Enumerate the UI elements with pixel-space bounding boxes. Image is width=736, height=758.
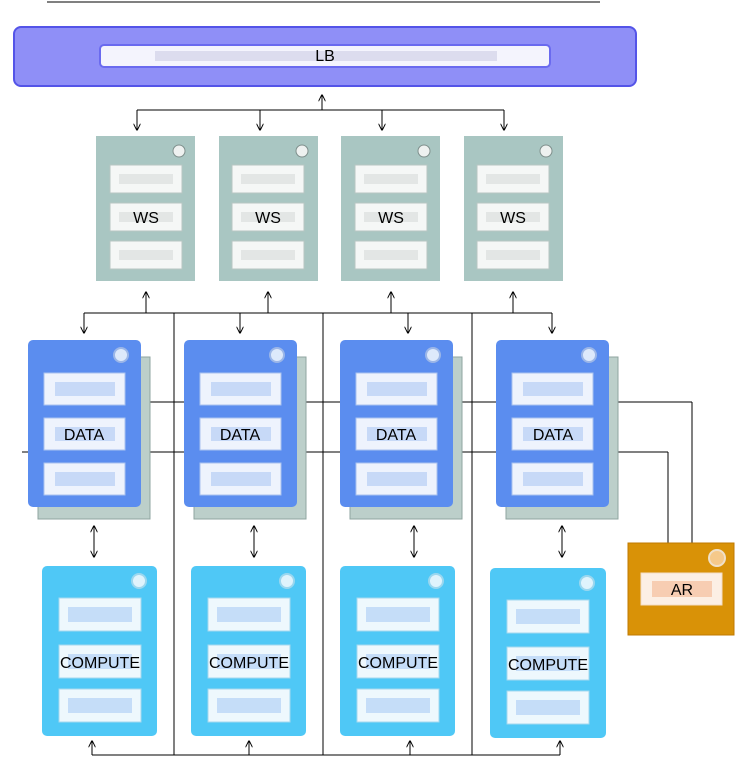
indicator-light-icon — [172, 144, 186, 158]
data-label: DATA — [64, 427, 105, 444]
ws-label: WS — [378, 210, 404, 227]
indicator-light-icon — [581, 347, 597, 363]
ar-label: AR — [671, 582, 693, 599]
indicator-light-icon — [113, 347, 129, 363]
web-server: WS — [341, 136, 440, 281]
indicator-light-icon — [579, 575, 595, 591]
ws-data-connectors — [84, 292, 552, 333]
ws-label: WS — [255, 210, 281, 227]
indicator-light-icon — [425, 347, 441, 363]
indicator-light-icon — [295, 144, 309, 158]
ws-label: WS — [133, 210, 159, 227]
data-node: DATA — [496, 340, 619, 520]
compute-node: COMPUTE — [340, 566, 455, 736]
compute-node: COMPUTE — [42, 566, 157, 736]
archive-node: AR — [627, 542, 735, 636]
indicator-light-icon — [269, 347, 285, 363]
indicator-light-icon — [131, 573, 147, 589]
web-server: WS — [464, 136, 563, 281]
data-compute-connectors — [94, 526, 562, 557]
indicator-light-icon — [417, 144, 431, 158]
ws-label: WS — [500, 210, 526, 227]
web-server: WS — [96, 136, 195, 281]
compute-label: COMPUTE — [60, 655, 140, 672]
data-label: DATA — [220, 427, 261, 444]
compute-label: COMPUTE — [358, 655, 438, 672]
data-label: DATA — [376, 427, 417, 444]
indicator-light-icon — [279, 573, 295, 589]
lb-label: LB — [315, 48, 335, 65]
compute-node: COMPUTE — [191, 566, 306, 736]
data-label: DATA — [533, 427, 574, 444]
compute-label: COMPUTE — [209, 655, 289, 672]
web-server: WS — [219, 136, 318, 281]
compute-label: COMPUTE — [508, 657, 588, 674]
indicator-light-icon — [539, 144, 553, 158]
data-node: DATA — [184, 340, 307, 520]
compute-bus-arrows — [92, 741, 560, 755]
compute-node: COMPUTE — [490, 568, 606, 738]
data-node: DATA — [340, 340, 463, 520]
indicator-light-icon — [428, 573, 444, 589]
lb-ws-connectors — [137, 95, 504, 130]
data-node: DATA — [28, 340, 151, 520]
indicator-light-icon — [708, 549, 726, 567]
load-balancer: LB — [13, 26, 637, 87]
